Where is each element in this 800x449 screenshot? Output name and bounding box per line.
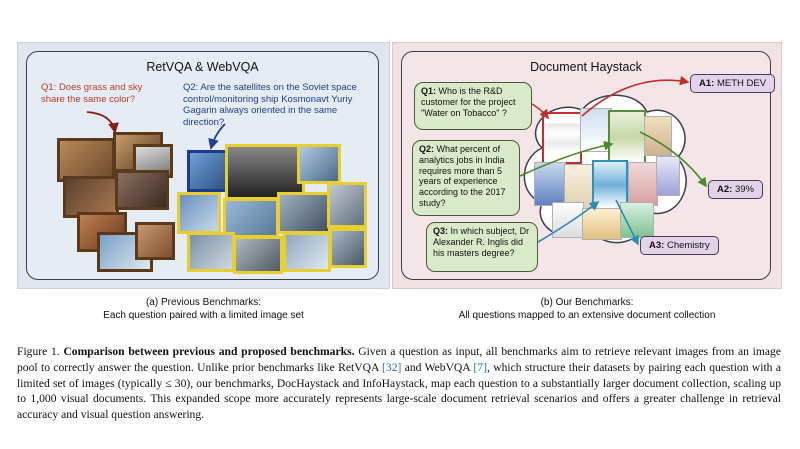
panel-b-caption-line2: All questions mapped to an extensive doc… xyxy=(458,310,716,321)
arrow-q2-to-images xyxy=(208,123,226,150)
previous-benchmarks-frame: RetVQA & WebVQA Q1: Does grass and sky s… xyxy=(26,51,379,280)
photo-collage-image xyxy=(225,144,305,200)
question-label: Q2: xyxy=(419,144,435,154)
panel-a-caption-line1: (a) Previous Benchmarks: xyxy=(145,297,262,308)
answer-box-a2: A2: 39% xyxy=(708,180,763,199)
answer-text: Chemistry xyxy=(666,240,710,251)
panel-a-caption: (a) Previous Benchmarks: Each question p… xyxy=(17,296,390,322)
arrow-q2-to-document xyxy=(519,140,614,177)
arrow-q1-to-images xyxy=(86,111,119,134)
photo-collage-image xyxy=(57,138,115,182)
panel-a-caption-line2: Each question paired with a limited imag… xyxy=(103,310,304,321)
question-text: In which subject, Dr Alexander R. Inglis… xyxy=(433,226,530,258)
photo-collage-image xyxy=(327,182,367,228)
figure-caption-bold: Comparison between previous and proposed… xyxy=(63,345,355,358)
question-text: What percent of analytics jobs in India … xyxy=(419,144,506,208)
arrows-panel-b xyxy=(519,75,707,246)
answer-box-a3: A3: Chemistry xyxy=(640,236,719,255)
photo-collage-image xyxy=(115,170,169,210)
question-label: Q3: xyxy=(433,226,449,236)
question-box-q2: Q2: What percent of analytics jobs in In… xyxy=(412,140,520,216)
panel-a-title: RetVQA & WebVQA xyxy=(146,60,259,74)
photo-collage-image xyxy=(297,144,341,184)
citation-link[interactable]: [7] xyxy=(473,360,487,374)
document-thumbnail xyxy=(656,156,680,196)
citation-link[interactable]: [32] xyxy=(382,360,402,374)
arrow-document-to-a3 xyxy=(615,199,639,246)
question-box-q3: Q3: In which subject, Dr Alexander R. In… xyxy=(426,222,538,272)
answer-text: METH DEV xyxy=(716,78,767,89)
our-benchmarks-frame: Document Haystack Q1: Who is the R&D cus… xyxy=(401,51,776,280)
answer-text: 39% xyxy=(734,184,754,195)
panel-previous-benchmarks: RetVQA & WebVQA Q1: Does grass and sky s… xyxy=(17,42,390,289)
arrow-q1-to-document xyxy=(531,103,549,120)
photo-collage-image xyxy=(177,192,221,234)
arrow-q3-to-document xyxy=(537,201,600,243)
question-label: Q1: xyxy=(421,86,437,96)
arrow-document-to-a2 xyxy=(639,131,707,188)
question-q1-retvqa: Q1: Does grass and sky share the same co… xyxy=(41,82,143,105)
panel-b-caption-line1: (b) Our Benchmarks: xyxy=(540,297,634,308)
panel-b-title: Document Haystack xyxy=(530,60,642,74)
answer-box-a1: A1: METH DEV xyxy=(690,74,776,93)
question-q2-webvqa: Q2: Are the satellites on the Soviet spa… xyxy=(183,82,357,128)
figure-caption: Figure 1. Comparison between previous an… xyxy=(17,344,781,423)
question-text: Who is the R&D customer for the project … xyxy=(421,86,516,118)
figure-caption-text: and WebVQA xyxy=(401,360,474,374)
document-thumbnail xyxy=(628,162,658,206)
answer-label: A3: xyxy=(649,240,665,251)
photo-collage-image xyxy=(135,222,175,260)
answer-label: A2: xyxy=(717,184,733,195)
figure-label: Figure 1. xyxy=(17,345,60,358)
document-thumbnail xyxy=(542,112,582,164)
panel-our-benchmarks: Document Haystack Q1: Who is the R&D cus… xyxy=(392,42,782,289)
answer-label: A1: xyxy=(699,78,715,89)
arrows-panel-a xyxy=(86,111,226,150)
figure-caption-text: , which structure their datasets by pair… xyxy=(17,360,781,422)
figure-caption-text: Given a question as input, all benchmark… xyxy=(17,345,781,374)
question-box-q1: Q1: Who is the R&D customer for the proj… xyxy=(414,82,532,130)
photo-collage-image xyxy=(233,236,283,274)
arrow-document-to-a1 xyxy=(581,75,690,117)
panel-b-caption: (b) Our Benchmarks: All questions mapped… xyxy=(392,296,782,322)
photo-collage-image xyxy=(329,228,367,268)
